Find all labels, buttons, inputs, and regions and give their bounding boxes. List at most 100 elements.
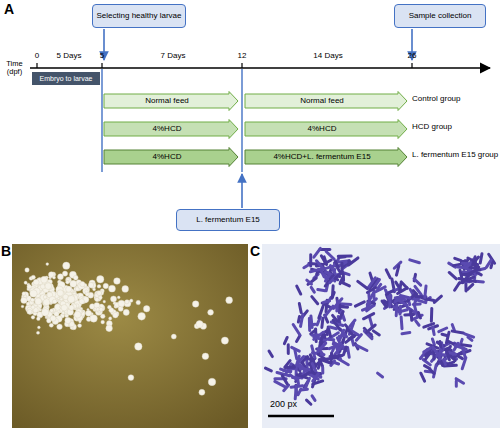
bacterial-rod	[467, 284, 472, 289]
group-label: L. fermentum E15 group	[412, 151, 500, 160]
agar-plate-photo	[12, 244, 248, 428]
bacterial-rod	[396, 308, 400, 312]
bacterial-colony	[23, 292, 29, 298]
bacterial-rod	[382, 301, 387, 307]
bacterial-rod	[466, 270, 477, 275]
bacterial-colony	[117, 296, 120, 299]
guide-line	[241, 69, 242, 172]
bacterial-colony	[36, 331, 39, 334]
arrow-outline	[104, 120, 238, 139]
bacterial-colony	[66, 281, 70, 285]
bacterial-colony	[113, 312, 118, 317]
bacterial-rod	[320, 335, 323, 343]
bacterial-rod	[421, 373, 425, 381]
bacterial-colony	[135, 343, 142, 350]
bacterial-rod	[347, 329, 354, 336]
bacterial-rod	[311, 287, 314, 292]
bacterial-colony	[103, 300, 106, 303]
bacterial-rod	[331, 286, 335, 297]
duration-label: 14 Days	[300, 52, 356, 61]
bacterial-rod	[413, 302, 420, 305]
scale-bar	[268, 415, 334, 418]
arrow-outline	[104, 148, 238, 167]
feed-arrow: 4%HCD+L. fermentum E15	[244, 147, 408, 167]
bacterial-colony	[106, 325, 113, 332]
bacterial-rod	[287, 345, 290, 354]
bacterial-rod	[299, 303, 301, 312]
bacterial-rod	[285, 366, 295, 369]
node-text: 4%HCD+L. fermentum E15	[273, 153, 378, 161]
bacterial-colony	[123, 309, 129, 315]
bacterial-colony	[31, 305, 35, 309]
bacterial-rod	[335, 272, 342, 279]
bacterial-rod	[432, 339, 434, 345]
bacterial-colony	[86, 310, 92, 316]
bacterial-rod	[321, 367, 324, 373]
bacterial-colony	[74, 311, 81, 318]
bacterial-colony	[88, 282, 93, 287]
bacterial-rod	[295, 386, 296, 399]
bacterial-colony	[46, 263, 49, 266]
panel-letter: B	[1, 244, 13, 259]
bacterial-colony	[118, 300, 125, 307]
node-text: 4%HCD	[308, 125, 345, 133]
time-axis	[30, 67, 490, 69]
bacterial-rod	[434, 296, 441, 302]
bacterial-colony	[103, 283, 108, 288]
bacterial-rod	[424, 324, 434, 328]
bacterial-rod	[433, 327, 434, 334]
bacterial-colony	[97, 284, 101, 288]
bacterial-rod	[318, 363, 320, 369]
arrow-outline	[245, 120, 407, 139]
axis-tick	[411, 63, 412, 68]
bacterial-colony	[171, 334, 176, 339]
bacterial-rod	[340, 278, 343, 284]
bacterial-rod	[311, 330, 316, 334]
bacterial-colony	[70, 280, 77, 287]
leader-arrow	[241, 174, 243, 208]
bacterial-rod	[444, 359, 446, 364]
bacterial-rod	[335, 261, 338, 267]
bacterial-rod	[418, 312, 420, 317]
bacterial-colony	[57, 274, 63, 280]
bacterial-rod	[323, 301, 329, 303]
bacterial-colony	[73, 275, 78, 280]
bacterial-rod	[342, 305, 348, 308]
bacterial-rod	[439, 349, 444, 356]
bacterial-rod	[309, 255, 312, 266]
bacterial-colony	[30, 290, 37, 297]
bacterial-rod	[310, 269, 320, 271]
process-box: Embryo to larvae	[32, 72, 100, 85]
bacterial-rod	[468, 280, 475, 281]
micrograph-background	[262, 244, 500, 428]
bacterial-rod	[455, 258, 461, 260]
bacterial-rod	[325, 306, 333, 316]
bacterial-rod	[356, 335, 361, 341]
bacterial-rod	[297, 336, 300, 342]
bacterial-rod	[319, 306, 323, 318]
axis-tick	[101, 63, 102, 68]
panel-letter: C	[250, 244, 262, 259]
bacterial-rod	[414, 279, 421, 285]
bacterial-rod	[290, 375, 295, 379]
bacterial-rod	[312, 297, 318, 304]
bacterial-rod	[462, 345, 471, 346]
bacterial-colony	[99, 296, 103, 300]
bacterial-rod	[410, 260, 420, 263]
bacterial-rod	[330, 353, 334, 363]
bacterial-colony	[49, 323, 53, 327]
bacterial-rod	[462, 262, 467, 265]
bacterial-rod	[265, 368, 271, 371]
feed-arrow: Normal feed	[244, 91, 408, 111]
micrograph	[262, 244, 500, 428]
bacterial-rod	[318, 343, 326, 351]
feed-arrow: Normal feed	[103, 91, 239, 111]
bacterial-rod	[321, 359, 331, 363]
bacterial-rod	[284, 337, 287, 343]
bacterial-rod	[396, 266, 398, 275]
bacterial-rod	[326, 251, 334, 259]
bacterial-rod	[333, 362, 338, 364]
bacterial-rod	[338, 254, 351, 257]
bacterial-colony	[21, 305, 24, 308]
bacterial-rod	[307, 280, 312, 284]
